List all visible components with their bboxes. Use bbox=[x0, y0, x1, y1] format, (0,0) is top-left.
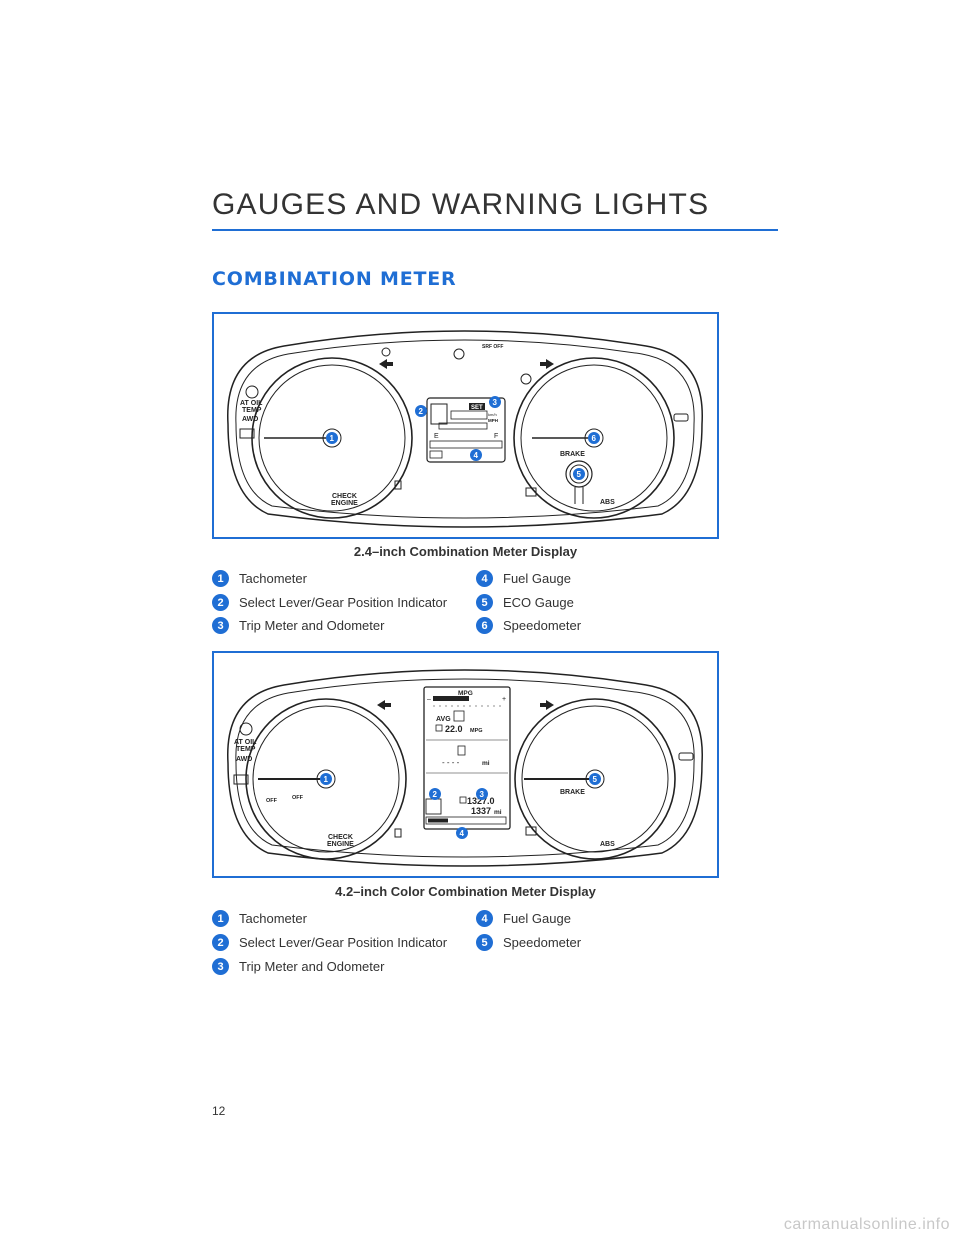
figure1-caption: 2.4–inch Combination Meter Display bbox=[353, 544, 578, 559]
fig2-callout-2: 2 bbox=[429, 788, 441, 800]
fig2-odo-value: 1337 bbox=[471, 806, 491, 816]
svg-text:1: 1 bbox=[324, 775, 329, 784]
fig2-avg-label: AVG bbox=[436, 716, 451, 723]
legend2-item-3: 3 Trip Meter and Odometer bbox=[212, 958, 384, 975]
legend1-item-5: 5 ECO Gauge bbox=[476, 594, 574, 611]
legend-label: Tachometer bbox=[239, 911, 307, 926]
legend2-item-1: 1 Tachometer bbox=[212, 910, 307, 927]
fig2-engine-label: ENGINE bbox=[327, 841, 354, 848]
legend-label: Trip Meter and Odometer bbox=[239, 618, 385, 633]
legend-label: Select Lever/Gear Position Indicator bbox=[239, 935, 448, 950]
fig2-mpg-title: MPG bbox=[458, 690, 473, 697]
fig2-avg-value: 22.0 bbox=[445, 724, 463, 734]
fig2-check-label: CHECK bbox=[328, 834, 353, 841]
meter-illustration-2-4: SET km/h MPH E F AT OIL TEMP AWD CHECK E… bbox=[227, 330, 703, 528]
legend-number: 5 bbox=[476, 594, 493, 611]
svg-text:5: 5 bbox=[593, 775, 598, 784]
fig1-callout-1: 1 bbox=[326, 432, 338, 444]
fig2-abs-label: ABS bbox=[600, 841, 615, 848]
svg-text:4: 4 bbox=[460, 829, 465, 838]
legend-number: 5 bbox=[476, 934, 493, 951]
legend-label: Tachometer bbox=[239, 571, 307, 586]
legend1-item-6: 6 Speedometer bbox=[476, 617, 581, 634]
svg-text:5: 5 bbox=[577, 470, 582, 479]
fig2-range-dashes: - - - - bbox=[442, 758, 460, 767]
fig2-trip-value: 1327.0 bbox=[467, 796, 495, 806]
legend-label: Speedometer bbox=[503, 618, 582, 633]
combination-meter-figure-2-4: SET km/h MPH E F AT OIL TEMP AWD CHECK E… bbox=[212, 312, 719, 539]
fig1-check-label: CHECK bbox=[332, 493, 357, 500]
fig2-plus-label: + bbox=[502, 696, 506, 703]
legend-label: Speedometer bbox=[503, 935, 582, 950]
fig2-callout-1: 1 bbox=[320, 773, 332, 785]
fig2-minus-label: – bbox=[427, 696, 431, 703]
legend1-item-3: 3 Trip Meter and Odometer bbox=[212, 617, 384, 634]
section-title: COMBINATION METER bbox=[212, 268, 457, 290]
fig2-off-label-2: OFF bbox=[292, 795, 304, 801]
meter-illustration-4-2: MPG – + AVG 22.0 MPG - - - - mi 1327.0 1… bbox=[227, 669, 703, 867]
svg-text:6: 6 bbox=[592, 434, 597, 443]
svg-text:4: 4 bbox=[474, 451, 479, 460]
fig2-off-label-1: OFF bbox=[266, 798, 278, 804]
fig1-set-label: SET bbox=[471, 405, 483, 411]
legend-label: Fuel Gauge bbox=[503, 571, 571, 586]
svg-text:3: 3 bbox=[493, 398, 498, 407]
legend-number: 1 bbox=[212, 570, 229, 587]
fig1-abs-label: ABS bbox=[600, 499, 615, 506]
legend2-item-5: 5 Speedometer bbox=[476, 934, 581, 951]
fig1-awd-label: AWD bbox=[242, 416, 258, 423]
fig1-callout-6: 6 bbox=[588, 432, 600, 444]
legend-number: 4 bbox=[476, 570, 493, 587]
legend1-item-4: 4 Fuel Gauge bbox=[476, 570, 571, 587]
fig1-at-oil-label: AT OIL bbox=[240, 400, 263, 407]
fig1-srf-off-label: SRF OFF bbox=[482, 344, 503, 350]
legend1-item-1: 1 Tachometer bbox=[212, 570, 307, 587]
fig1-callout-3: 3 bbox=[489, 396, 501, 408]
fig2-callout-4: 4 bbox=[456, 827, 468, 839]
page-header-title: GAUGES AND WARNING LIGHTS bbox=[212, 188, 710, 221]
legend-number: 2 bbox=[212, 934, 229, 951]
legend-number: 2 bbox=[212, 594, 229, 611]
fig2-callout-5: 5 bbox=[589, 773, 601, 785]
fig1-callout-2: 2 bbox=[415, 405, 427, 417]
legend-label: Fuel Gauge bbox=[503, 911, 571, 926]
legend-number: 6 bbox=[476, 617, 493, 634]
fig1-kmh-label: km/h bbox=[488, 412, 497, 417]
legend-label: Select Lever/Gear Position Indicator bbox=[239, 595, 448, 610]
fig2-callout-3: 3 bbox=[476, 788, 488, 800]
fig1-callout-5: 5 bbox=[573, 468, 585, 480]
fig1-temp-label: TEMP bbox=[242, 407, 262, 414]
fig2-avg-unit: MPG bbox=[470, 728, 483, 734]
svg-text:2: 2 bbox=[419, 407, 424, 416]
fig1-f-label: F bbox=[494, 433, 498, 440]
legend-label: Trip Meter and Odometer bbox=[239, 959, 385, 974]
legend1-item-2: 2 Select Lever/Gear Position Indicator bbox=[212, 594, 447, 611]
legend-number: 1 bbox=[212, 910, 229, 927]
fig1-brake-label: BRAKE bbox=[560, 451, 585, 458]
fig1-callout-4: 4 bbox=[470, 449, 482, 461]
legend-number: 4 bbox=[476, 910, 493, 927]
svg-text:3: 3 bbox=[480, 790, 485, 799]
header-divider bbox=[212, 229, 778, 231]
combination-meter-figure-4-2: MPG – + AVG 22.0 MPG - - - - mi 1327.0 1… bbox=[212, 651, 719, 878]
legend-label: ECO Gauge bbox=[503, 595, 574, 610]
legend-number: 3 bbox=[212, 617, 229, 634]
fig2-at-oil-label: AT OIL bbox=[234, 739, 257, 746]
watermark-text: carmanualsonline.info bbox=[783, 1216, 950, 1233]
fig2-range-unit: mi bbox=[482, 760, 490, 767]
fig2-brake-label: BRAKE bbox=[560, 789, 585, 796]
fig1-engine-label: ENGINE bbox=[331, 500, 358, 507]
svg-text:2: 2 bbox=[433, 790, 438, 799]
figure2-caption: 4.2–inch Color Combination Meter Display bbox=[335, 884, 596, 899]
legend-number: 3 bbox=[212, 958, 229, 975]
legend2-item-4: 4 Fuel Gauge bbox=[476, 910, 571, 927]
fig1-e-label: E bbox=[434, 433, 439, 440]
fig2-temp-label: TEMP bbox=[236, 746, 256, 753]
fig2-awd-label: AWD bbox=[236, 756, 252, 763]
fig1-mph-label: MPH bbox=[488, 418, 498, 423]
fig2-odo-unit: mi bbox=[494, 809, 502, 816]
page-number: 12 bbox=[212, 1104, 226, 1118]
legend2-item-2: 2 Select Lever/Gear Position Indicator bbox=[212, 934, 447, 951]
svg-text:1: 1 bbox=[330, 434, 335, 443]
